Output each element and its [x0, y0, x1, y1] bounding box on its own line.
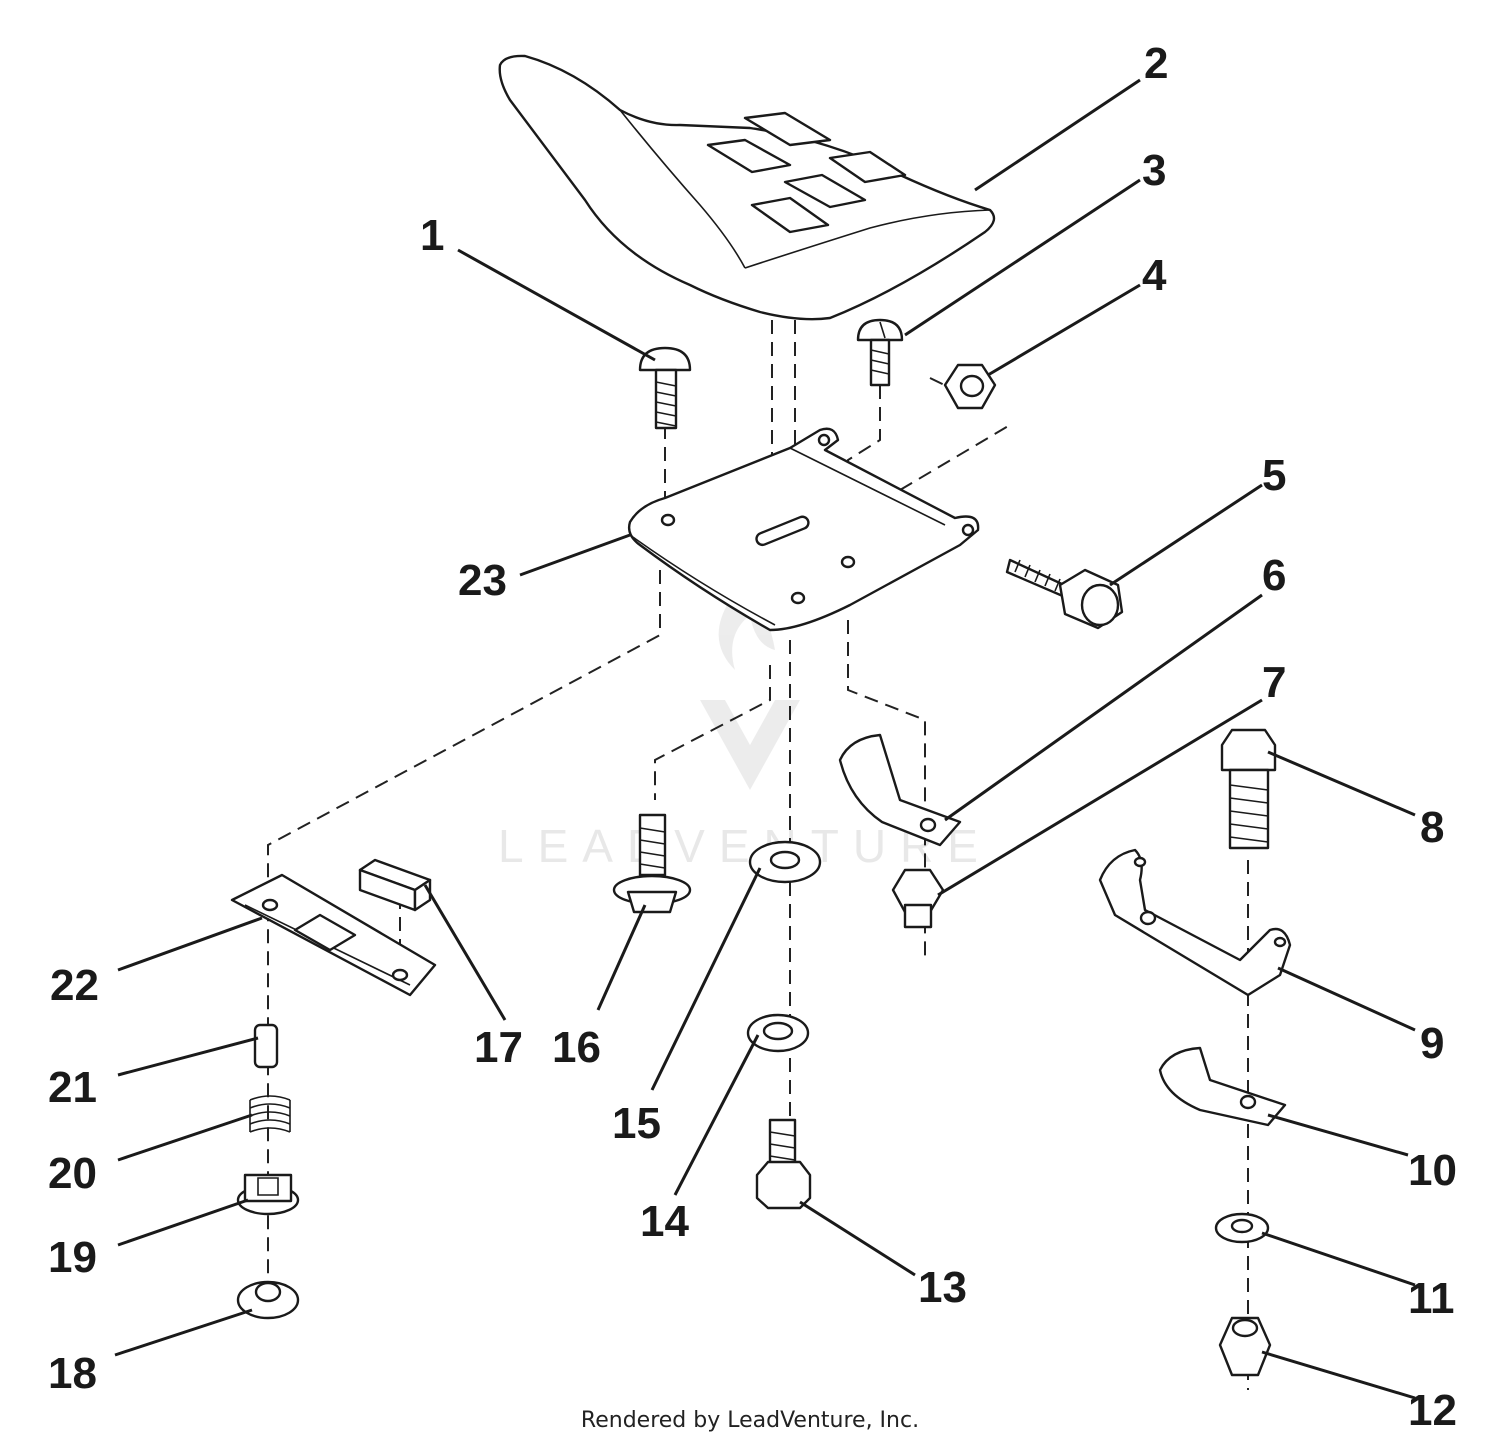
lock-nut-right-part	[1218, 1316, 1272, 1377]
leader-lines	[114, 78, 1416, 1400]
seat-clip-part	[838, 733, 962, 847]
callout-1: 1	[420, 211, 444, 260]
callout-21: 21	[48, 1063, 97, 1112]
callout-2: 2	[1144, 39, 1168, 88]
vertical-hex-bolt-part	[1220, 728, 1277, 850]
callout-15: 15	[612, 1099, 661, 1148]
knob-cap-part	[236, 1173, 300, 1216]
callout-11: 11	[1408, 1274, 1455, 1323]
callout-19: 19	[48, 1233, 97, 1282]
round-head-screw-part	[856, 318, 904, 387]
flange-nut-part	[236, 1280, 300, 1320]
hex-nut-part	[943, 363, 997, 410]
callout-7: 7	[1262, 658, 1286, 707]
callout-3: 3	[1142, 146, 1166, 195]
callout-9: 9	[1420, 1019, 1444, 1068]
callout-18: 18	[48, 1349, 97, 1398]
callout-17: 17	[474, 1023, 523, 1072]
callout-20: 20	[48, 1149, 97, 1198]
shoulder-bolt-part	[755, 1118, 812, 1210]
callout-6: 6	[1262, 551, 1286, 600]
callout-12: 12	[1408, 1386, 1457, 1435]
callout-22: 22	[50, 961, 99, 1010]
seat-slide-rail-part	[230, 873, 437, 997]
callout-4: 4	[1142, 251, 1167, 300]
callout-23: 23	[458, 556, 507, 605]
large-washer-part	[748, 840, 822, 884]
callout-labels: 2 3 4 1 5 6 7 8 9 10 11 12 13 14 15 16 1…	[48, 39, 1457, 1435]
logo-watermark-icon	[700, 700, 800, 790]
flat-washer-part	[746, 1013, 810, 1053]
callout-5: 5	[1262, 451, 1286, 500]
flat-washer-right-part	[1214, 1212, 1270, 1244]
spacer-block-part	[358, 858, 432, 912]
u-bracket-part	[1098, 848, 1292, 997]
seat-part	[498, 54, 996, 321]
seat-pan-bracket-part	[627, 427, 980, 632]
callout-10: 10	[1408, 1146, 1457, 1195]
lock-nut-part	[891, 868, 945, 929]
seat-clip-lower-part	[1158, 1046, 1287, 1127]
spring-part	[249, 1095, 291, 1133]
footer-credit: Rendered by LeadVenture, Inc.	[580, 1408, 920, 1433]
hex-bolt-part	[1005, 558, 1124, 630]
flange-bolt-part	[612, 813, 692, 914]
callout-16: 16	[552, 1023, 601, 1072]
pin-part	[253, 1023, 279, 1069]
carriage-bolt-part	[638, 346, 692, 430]
callout-8: 8	[1420, 803, 1444, 852]
callout-13: 13	[918, 1263, 967, 1312]
callout-14: 14	[640, 1197, 689, 1246]
